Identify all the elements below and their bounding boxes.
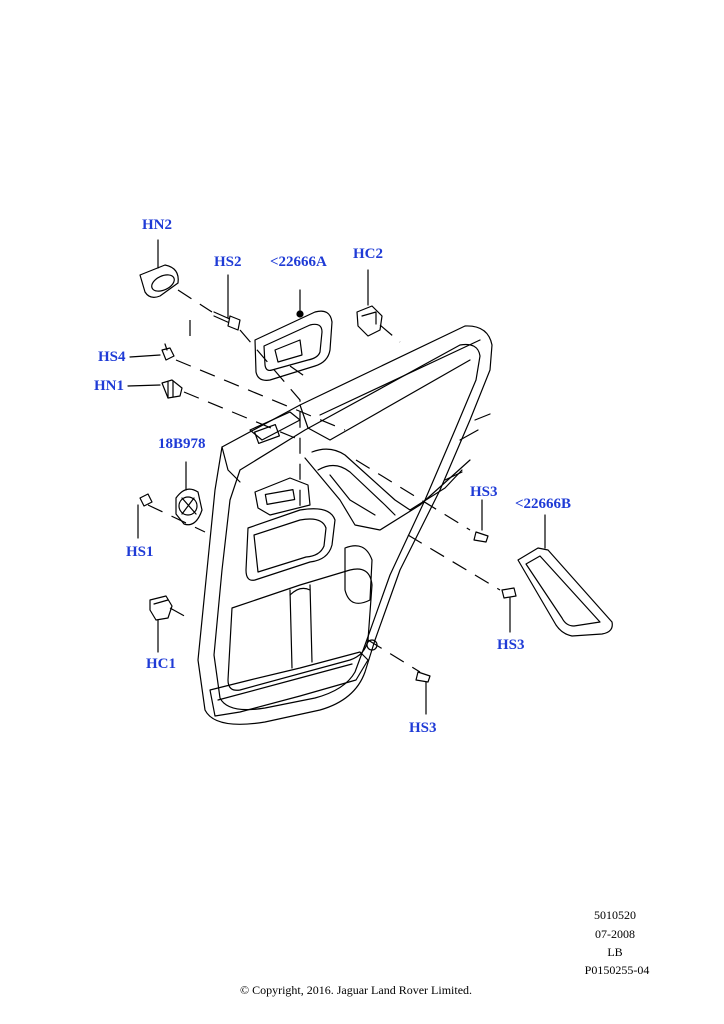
diagram-code: LB bbox=[607, 945, 623, 959]
callout-22666b: <22666B bbox=[515, 496, 572, 512]
diagram-ref: P0150255-04 bbox=[584, 963, 650, 977]
hn1-fastener-part bbox=[127, 379, 183, 399]
callout-hn1: HN1 bbox=[94, 378, 124, 394]
callout-22666a: <22666A bbox=[270, 254, 327, 270]
assembly-guide-lines bbox=[147, 289, 501, 673]
hc1-clip-part bbox=[149, 595, 173, 653]
diagram-number: 5010520 bbox=[594, 908, 636, 922]
door-trim-panel bbox=[197, 325, 493, 725]
hn2-plug-part bbox=[139, 239, 179, 298]
callout-hc2: HC2 bbox=[353, 246, 383, 262]
hs3-screw-lower bbox=[415, 671, 431, 715]
handle-bezel-part bbox=[254, 289, 333, 381]
copyright-notice: © Copyright, 2016. Jaguar Land Rover Lim… bbox=[239, 983, 473, 997]
hc2-clip-part bbox=[356, 269, 383, 337]
speaker-grille-part bbox=[175, 461, 203, 526]
callout-hs1: HS1 bbox=[126, 544, 154, 560]
callout-hn2: HN2 bbox=[142, 217, 172, 233]
callout-hs4: HS4 bbox=[98, 349, 126, 365]
hs3-screw-mid bbox=[501, 587, 517, 633]
hs4-fastener-part bbox=[129, 343, 175, 361]
callout-hs3-upper: HS3 bbox=[470, 484, 498, 500]
diagram-date: 07-2008 bbox=[595, 927, 635, 941]
hs1-clip-part bbox=[137, 493, 153, 539]
trim-strip-part bbox=[517, 514, 613, 637]
callout-hs2: HS2 bbox=[214, 254, 242, 270]
callout-hc1: HC1 bbox=[146, 656, 176, 672]
callout-18b978: 18B978 bbox=[158, 436, 206, 452]
callout-hs3-mid: HS3 bbox=[497, 637, 525, 653]
hs3-screw-upper bbox=[473, 499, 489, 543]
callout-hs3-lower: HS3 bbox=[409, 720, 437, 736]
hs2-screw-part bbox=[213, 274, 241, 331]
